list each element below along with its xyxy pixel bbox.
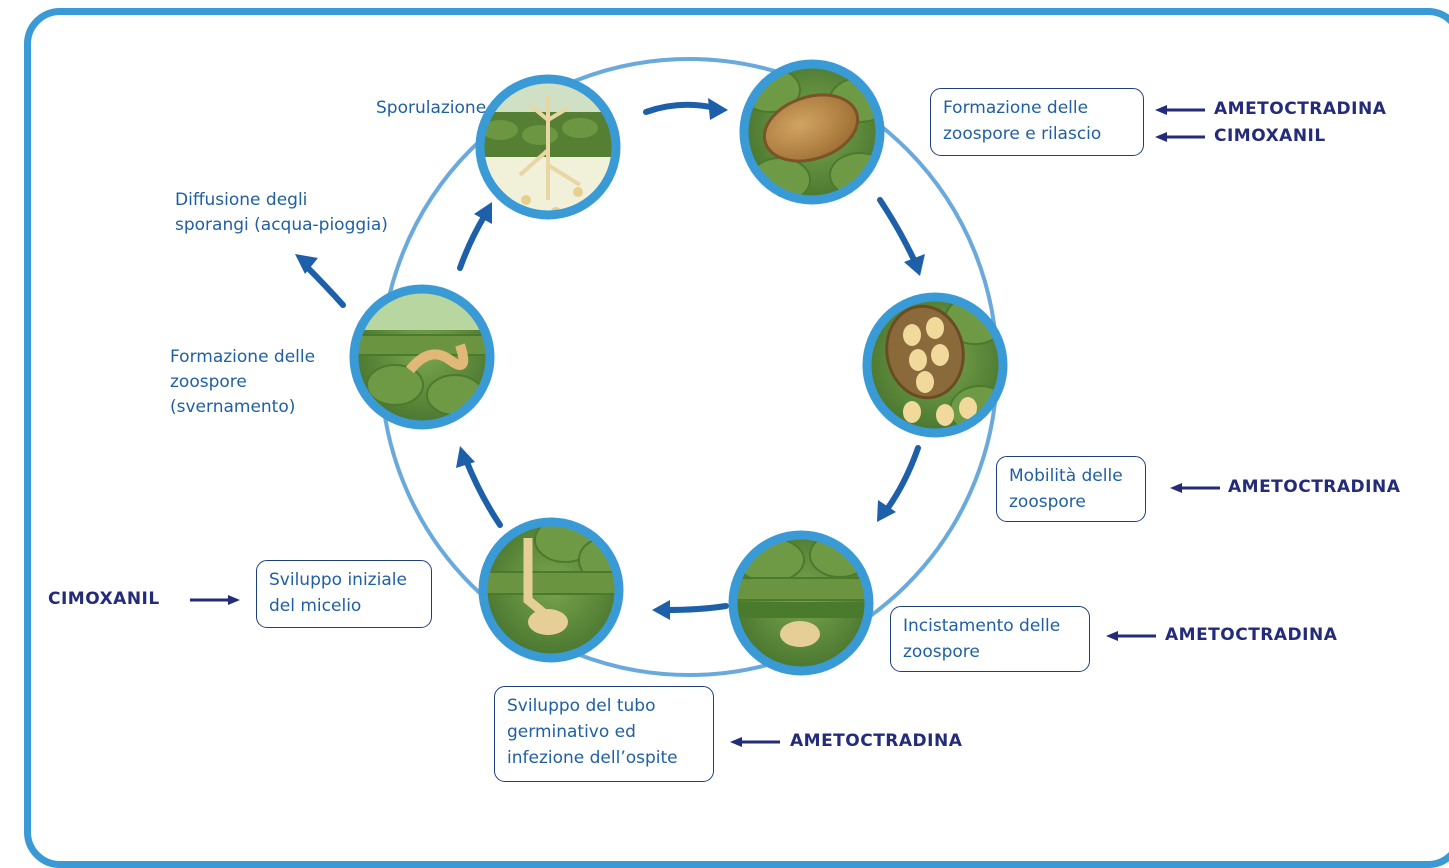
stage-image-sporulazione [470,70,630,230]
label-formazione-svernamento: Formazione delle zoospore (svernamento) [170,345,315,420]
cycle-arrowhead-4 [652,600,670,620]
box-formazione-rilascio: Formazione delle zoospore e rilascio [930,88,1144,156]
box-micelio: Sviluppo iniziale del micelio [256,560,432,628]
stage-image-zoospore-release [862,292,1012,442]
fungicide-arrow-mobilita [1170,482,1220,494]
box-mobilita: Mobilità delle zoospore [996,456,1146,522]
fungicide-arrow-micelio [190,594,240,606]
cycle-arrow-3 [885,448,918,512]
fungicide-micelio: CIMOXANIL [48,589,160,609]
cycle-arrow-2 [880,200,915,262]
cycle-arrow-4 [666,606,726,610]
fungicide-arrow-rilascio-1 [1155,104,1205,116]
cycle-arrowhead-1 [708,98,728,120]
label-diffusione: Diffusione degli sporangi (acqua-pioggia… [175,188,388,238]
fungicide-arrow-rilascio-2 [1155,131,1205,143]
cycle-arrow-7 [305,265,343,305]
fungicide-rilascio-2: CIMOXANIL [1214,126,1326,146]
stage-image-sporangium [740,60,890,210]
fungicide-rilascio-1: AMETOCTRADINA [1214,99,1386,119]
fungicide-arrow-tubo [730,736,780,748]
box-tubo-germinativo: Sviluppo del tubo germinativo ed infezio… [494,686,714,782]
label-sporulazione: Sporulazione [376,96,486,121]
cycle-arrow-1 [646,105,715,112]
cycle-arrowhead-5 [456,446,475,468]
stage-image-svernamento [350,285,500,435]
box-incistamento: Incistamento delle zoospore [890,606,1090,672]
cycle-arrow-6 [460,215,485,268]
fungicide-incistamento: AMETOCTRADINA [1165,625,1337,645]
fungicide-tubo: AMETOCTRADINA [790,731,962,751]
cycle-arrow-5 [466,460,500,525]
fungicide-mobilita: AMETOCTRADINA [1228,477,1400,497]
fungicide-arrow-incistamento [1106,630,1156,642]
stage-image-germ-tube [478,517,631,667]
stage-image-incistamento [728,530,878,680]
